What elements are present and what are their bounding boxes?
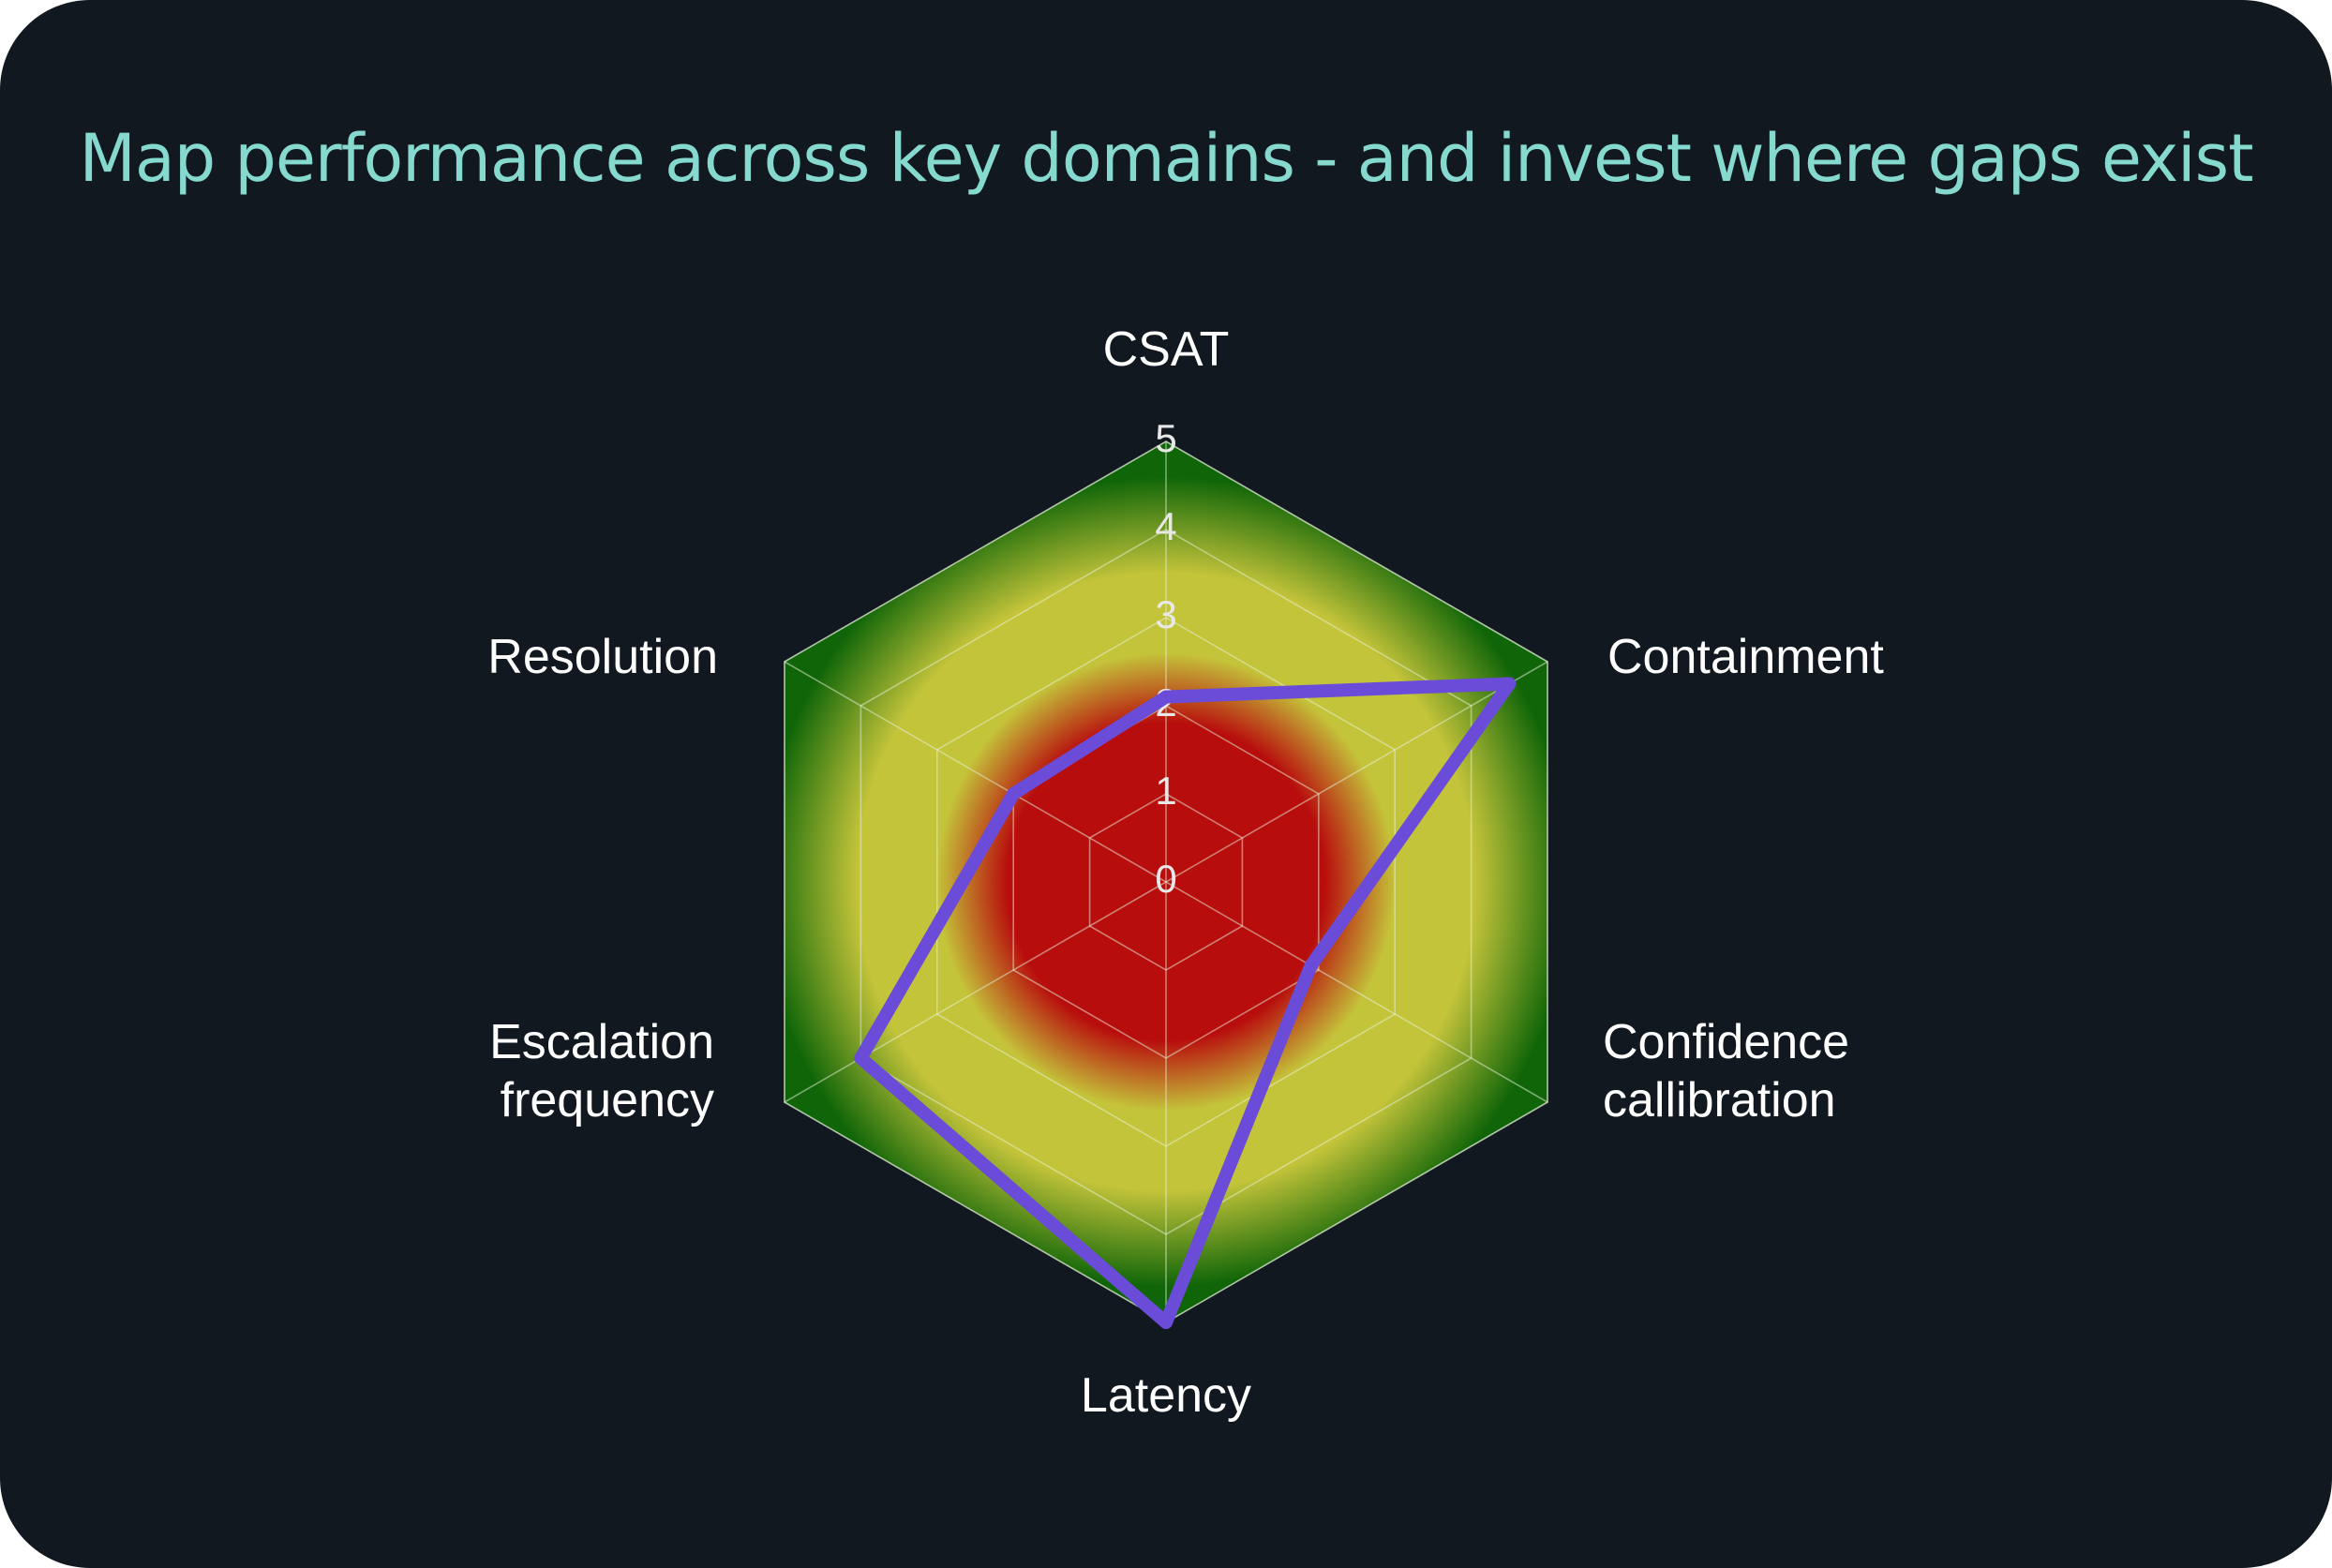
series-point-0-2 (1304, 959, 1318, 973)
tick-label-3: 3 (1155, 592, 1176, 636)
grid-spoke-4 (784, 881, 1167, 1103)
tick-label-4: 4 (1155, 504, 1176, 548)
radial-tick-labels: 012345 (1155, 416, 1176, 901)
tick-label-1: 1 (1155, 769, 1176, 813)
axis-label-2-line-0: Confidence (1603, 1015, 1849, 1069)
axis-label-5-line-0: Resolution (487, 630, 718, 684)
series-point-0-3 (1159, 1316, 1173, 1329)
axis-label-1-line-0: Containment (1607, 630, 1884, 684)
grid-spoke-5 (784, 661, 1167, 883)
grid-spoke-2 (1165, 881, 1548, 1103)
tick-label-0: 0 (1155, 857, 1176, 901)
radar-grid (784, 441, 1548, 1323)
axis-label-0-line-0: CSAT (1103, 322, 1230, 377)
axis-label-1: Containment (1607, 630, 1884, 684)
axis-label-2-line-1: callibration (1603, 1073, 1836, 1127)
axis-label-4-line-1: frequency (501, 1073, 714, 1127)
chart-title: Map performance across key domains - and… (79, 120, 2253, 197)
grid-spoke-1 (1165, 661, 1548, 883)
axis-label-3-line-0: Latency (1081, 1368, 1251, 1423)
series-point-0-1 (1502, 677, 1517, 691)
axis-label-4-line-0: Escalation (489, 1015, 714, 1069)
tick-label-5: 5 (1155, 416, 1176, 460)
series-point-0-5 (1007, 787, 1021, 800)
series-layer (854, 677, 1517, 1329)
axis-label-0: CSAT (1103, 322, 1230, 377)
series-point-0-0 (1159, 690, 1173, 704)
axis-label-5: Resolution (487, 630, 718, 684)
series-point-0-4 (854, 1052, 868, 1065)
axis-label-3: Latency (1081, 1368, 1251, 1423)
